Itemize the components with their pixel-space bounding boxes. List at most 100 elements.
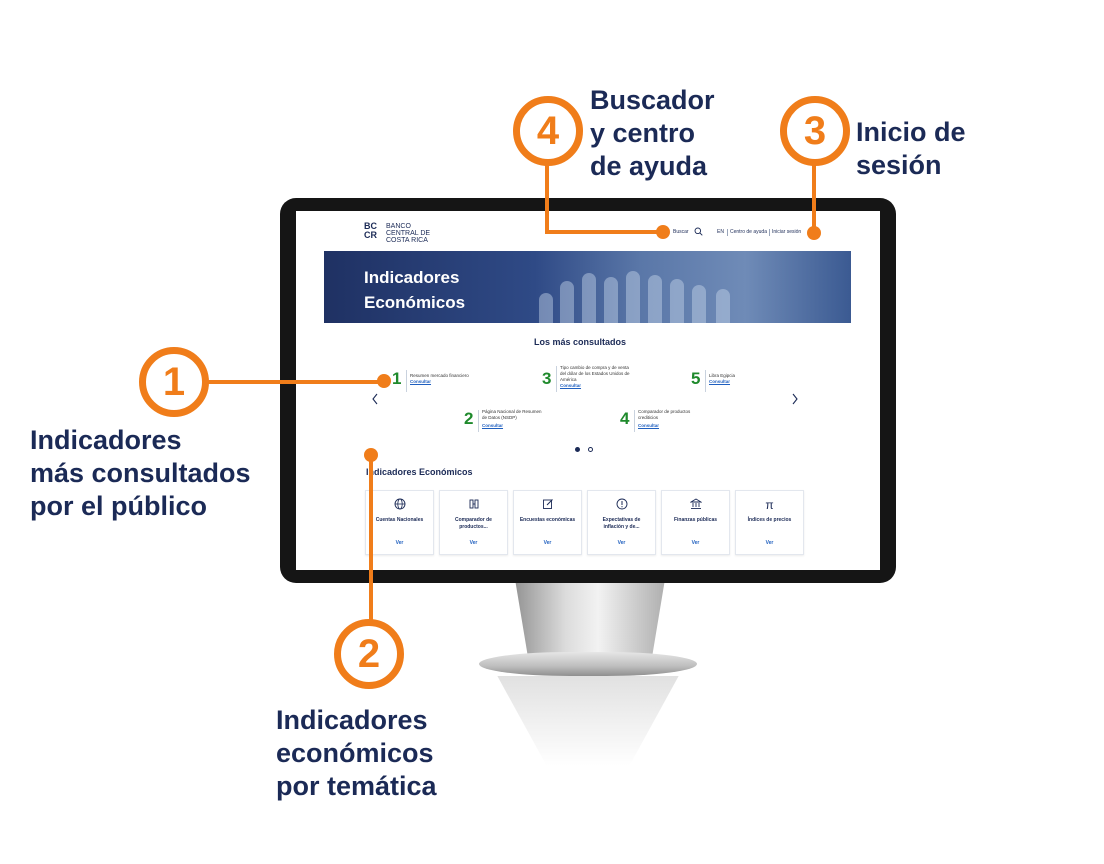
search-label: Buscar	[673, 229, 689, 235]
annotation-badge-2: 2	[334, 619, 404, 689]
item-divider	[556, 366, 557, 392]
annotation-4-connector	[545, 230, 660, 234]
card-label: Finanzas públicas	[673, 517, 718, 523]
card-label: Índices de precios	[747, 517, 792, 523]
annotation-line: de ayuda	[590, 151, 708, 181]
bank-icon	[662, 498, 729, 513]
rank-number: 2	[464, 409, 474, 428]
card-label: Comparador de productos...	[455, 517, 492, 530]
bccr-logo-mark[interactable]: BC CR	[364, 221, 377, 240]
consultar-link[interactable]: Consultar	[410, 379, 432, 384]
item-text: Resumen mercado financiero	[410, 373, 469, 378]
consultar-link[interactable]: Consultar	[482, 423, 504, 428]
chevron-left-icon[interactable]	[371, 393, 379, 405]
annotation-4-connector	[545, 158, 549, 234]
bccr-logo-text: BANCO CENTRAL DE COSTA RICA	[386, 223, 446, 244]
item-text: Página Nacional de Resumen de Datos (NSD…	[482, 409, 542, 420]
hero-statue	[670, 279, 684, 323]
annotation-3-connector	[812, 158, 816, 230]
rank-number: 3	[542, 369, 552, 388]
annotation-line: Inicio de	[856, 117, 966, 147]
consultar-link[interactable]: Consultar	[560, 383, 582, 388]
indicator-card[interactable]: Finanzas públicas Ver	[661, 490, 730, 555]
annotation-1-text: Indicadores más consultados por el públi…	[30, 424, 251, 523]
hero-statue	[560, 281, 574, 323]
consultar-link[interactable]: Consultar	[638, 423, 660, 428]
annotation-badge-3: 3	[780, 96, 850, 166]
ver-link[interactable]: Ver	[691, 540, 700, 546]
annotation-4-dot	[656, 225, 670, 239]
annotation-line: económicos	[276, 738, 434, 768]
item-text: Comparador de productos crediticios	[638, 409, 691, 420]
annotation-line: Buscador	[590, 85, 715, 115]
hero-title-line: Indicadores	[364, 268, 460, 287]
annotation-line: Indicadores	[276, 705, 428, 735]
search-link[interactable]: Buscar	[673, 229, 689, 235]
annotation-1-dot	[377, 374, 391, 388]
chevron-right-icon[interactable]	[791, 393, 799, 405]
item-divider	[634, 410, 635, 432]
hero-statue	[692, 285, 706, 323]
carousel-dot-active[interactable]	[575, 447, 580, 452]
lang-link[interactable]: EN	[717, 229, 724, 235]
rank-number: 4	[620, 409, 630, 428]
rank-number: 1	[392, 369, 402, 388]
most-consulted-title: Los más consultados	[534, 337, 627, 347]
annotation-4-text: Buscador y centro de ayuda	[590, 84, 715, 183]
hero-title: Indicadores Económicos	[364, 265, 524, 315]
ver-link[interactable]: Ver	[765, 540, 774, 546]
website-screen: BC CR BANCO CENTRAL DE COSTA RICA Buscar…	[296, 211, 880, 570]
ver-link[interactable]: Ver	[617, 540, 626, 546]
annotation-line: Indicadores	[30, 425, 182, 455]
card-label: Cuentas Nacionales	[375, 517, 424, 523]
annotation-3-text: Inicio de sesión	[856, 116, 966, 182]
indicator-card[interactable]: π Índices de precios Ver	[735, 490, 804, 555]
item-text: Libra Egipcia	[709, 373, 736, 378]
compare-icon	[440, 498, 507, 513]
annotation-badge-1: 1	[139, 347, 209, 417]
indicators-section-title: Indicadores Económicos	[366, 467, 473, 477]
hero-title-line: Económicos	[364, 293, 466, 312]
pi-icon: π	[765, 498, 774, 512]
monitor-base	[479, 652, 697, 676]
annotation-2-connector	[369, 456, 373, 626]
annotation-2-dot	[364, 448, 378, 462]
annotation-line: más consultados	[30, 458, 251, 488]
nav-divider	[727, 229, 728, 236]
item-divider	[478, 410, 479, 432]
annotation-badge-4: 4	[513, 96, 583, 166]
search-icon[interactable]	[694, 227, 703, 236]
annotation-3-dot	[807, 226, 821, 240]
monitor-stand	[515, 582, 665, 660]
annotation-line: por el público	[30, 491, 208, 521]
card-label: Encuestas económicas	[519, 517, 576, 523]
ver-link[interactable]: Ver	[543, 540, 552, 546]
card-label: Expectativas de inflación y de...	[602, 517, 641, 530]
indicator-card[interactable]: Encuestas económicas Ver	[513, 490, 582, 555]
item-divider	[406, 370, 407, 392]
annotation-line: sesión	[856, 150, 942, 180]
hero-statue	[626, 271, 640, 323]
indicator-card[interactable]: Expectativas de inflación y de... Ver	[587, 490, 656, 555]
ver-link[interactable]: Ver	[395, 540, 404, 546]
logo-line: CENTRAL DE	[386, 230, 431, 237]
hero-statue	[648, 275, 662, 323]
help-center-link[interactable]: Centro de ayuda	[730, 229, 767, 235]
logo-line: BANCO	[386, 223, 411, 230]
hero-statue	[582, 273, 596, 323]
annotation-2-text: Indicadores económicos por temática	[276, 704, 437, 803]
carousel-dot[interactable]	[588, 447, 593, 452]
stand-reflection	[497, 676, 679, 766]
edit-icon	[514, 498, 581, 513]
indicator-card[interactable]: Cuentas Nacionales Ver	[365, 490, 434, 555]
annotation-1-connector	[208, 380, 384, 384]
hero-statue	[539, 293, 553, 323]
alert-icon	[588, 498, 655, 513]
item-divider	[705, 370, 706, 392]
ver-link[interactable]: Ver	[469, 540, 478, 546]
consultar-link[interactable]: Consultar	[709, 379, 731, 384]
rank-number: 5	[691, 369, 701, 388]
indicator-card[interactable]: Comparador de productos... Ver	[439, 490, 508, 555]
login-link[interactable]: Iniciar sesión	[772, 229, 802, 235]
annotation-line: por temática	[276, 771, 437, 801]
